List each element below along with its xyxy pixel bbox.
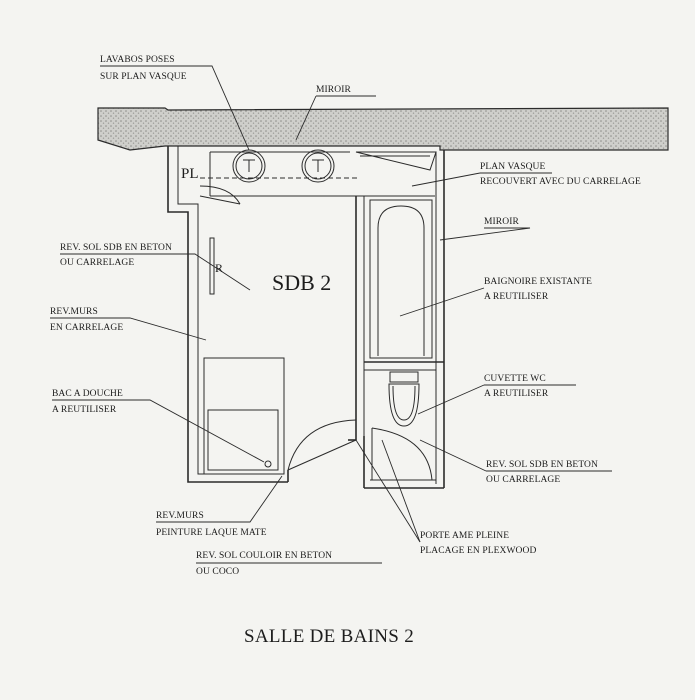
annotation-cuvette: CUVETTE WC A REUTILISER [417,374,576,415]
annotation-plan-vasque: PLAN VASQUE RECOUVERT AVEC DU CARRELAGE [411,162,641,187]
bathtub-icon [369,199,433,359]
annotation-couloir: REV. SOL COULOIR EN BETON OU COCO [196,551,382,577]
top-wall [97,107,669,151]
pl-mark: PL [181,166,199,182]
label-lavabos-2: SUR PLAN VASQUE [100,72,187,82]
label-bac-2: A REUTILISER [52,405,117,415]
wc-toilet-icon [388,371,420,427]
label-rev-sol-wc-2: OU CARRELAGE [486,475,560,485]
annotation-lavabos: LAVABOS POSES SUR PLAN VASQUE [100,55,250,151]
radiator: R [209,237,223,295]
sink-left-icon [232,149,266,183]
shower-tray-icon [203,357,285,475]
label-couloir-1: REV. SOL COULOIR EN BETON [196,551,332,561]
label-plan-vasque-2: RECOUVERT AVEC DU CARRELAGE [480,177,641,187]
label-rev-sol-1: REV. SOL SDB EN BETON [60,243,172,253]
label-porte-1: PORTE AME PLEINE [420,531,509,541]
label-miroir-top: MIROIR [316,85,351,95]
r-mark: R [215,261,223,275]
annotation-baignoire: BAIGNOIRE EXISTANTE A REUTILISER [399,277,592,317]
label-lavabos-1: LAVABOS POSES [100,55,175,65]
label-bac-1: BAC A DOUCHE [52,389,123,399]
sink-right-icon [301,149,335,183]
annotation-rev-sol-wc: REV. SOL SDB EN BETON OU CARRELAGE [419,439,612,485]
label-plan-vasque-1: PLAN VASQUE [480,162,546,172]
label-couloir-2: OU COCO [196,567,239,577]
label-peinture-1: REV.MURS [156,511,204,521]
label-baignoire-1: BAIGNOIRE EXISTANTE [484,277,592,287]
label-baignoire-2: A REUTILISER [484,292,549,302]
label-rev-murs-1: REV.MURS [50,307,98,317]
drawing-title: SALLE DE BAINS 2 [244,626,414,647]
annotation-peinture: REV.MURS PEINTURE LAQUE MATE [156,475,283,538]
label-miroir-right: MIROIR [484,217,519,227]
annotation-miroir-top: MIROIR [295,85,376,141]
door-sdb [287,419,357,471]
annotation-rev-sol: REV. SOL SDB EN BETON OU CARRELAGE [60,243,251,291]
door-wc [371,427,433,481]
label-rev-murs-2: EN CARRELAGE [50,323,123,333]
label-rev-sol-2: OU CARRELAGE [60,258,134,268]
annotation-miroir-right: MIROIR [439,217,531,241]
pl-cabinet: PL [181,166,241,205]
label-cuvette-1: CUVETTE WC [484,374,546,384]
label-cuvette-2: A REUTILISER [484,389,549,399]
annotation-rev-murs: REV.MURS EN CARRELAGE [50,307,207,341]
label-peinture-2: PEINTURE LAQUE MATE [156,528,267,538]
label-porte-2: PLACAGE EN PLEXWOOD [420,546,536,556]
room-name: SDB 2 [272,270,331,295]
annotation-porte: PORTE AME PLEINE PLACAGE EN PLEXWOOD [355,439,536,556]
label-rev-sol-wc-1: REV. SOL SDB EN BETON [486,460,598,470]
room-walls [167,146,445,489]
annotation-bac-douche: BAC A DOUCHE A REUTILISER [52,389,265,463]
